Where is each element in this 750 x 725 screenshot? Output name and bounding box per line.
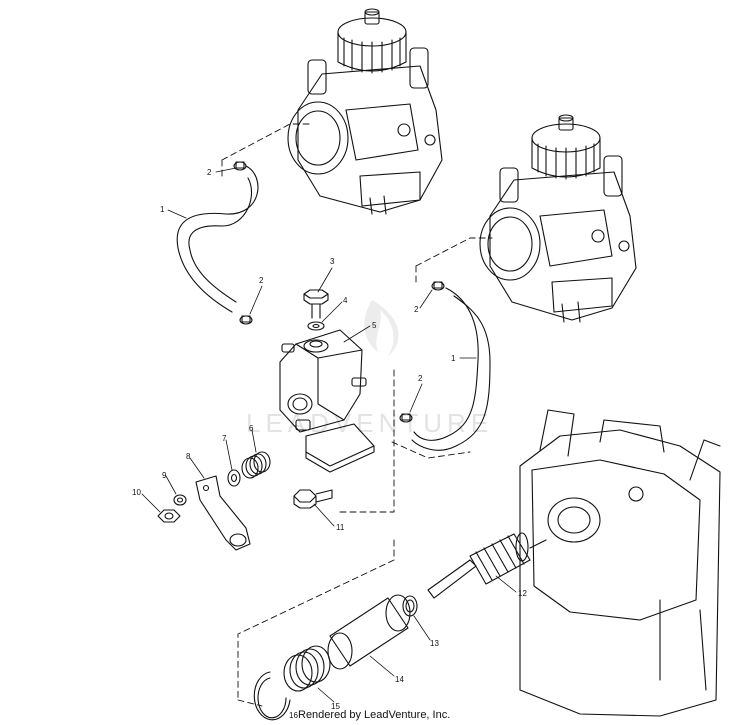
- nut-10: [157, 509, 181, 523]
- clamp-lower-right: [399, 413, 413, 423]
- carburetor-upper: [287, 8, 443, 215]
- washer-4: [307, 321, 325, 331]
- callout-14: 14: [395, 675, 404, 684]
- hose-right: [411, 287, 491, 451]
- callout-16: 16: [289, 711, 298, 720]
- callout-6: 6: [249, 424, 254, 433]
- lock-washer-9: [173, 494, 187, 506]
- lever-8: [195, 475, 251, 551]
- callout-11: 11: [336, 523, 345, 532]
- drive-gear-12: [427, 532, 547, 599]
- bolt-11: [293, 489, 333, 509]
- callout-numbers: 1 2 2 3 4 5 2 1 2 6 7 8 9 10 11 12 13 14…: [132, 168, 527, 720]
- callout-4: 4: [343, 296, 348, 305]
- carburetor-lower: [479, 114, 637, 323]
- clamp-upper-left: [233, 161, 247, 171]
- callout-1-left: 1: [160, 205, 165, 214]
- credit-text: Rendered by LeadVenture, Inc.: [298, 709, 451, 721]
- callout-leaders: [141, 167, 517, 703]
- callout-3: 3: [330, 257, 335, 266]
- leader-lines: [221, 123, 493, 707]
- bolt-3: [303, 289, 329, 319]
- callout-12: 12: [518, 589, 527, 598]
- callout-8: 8: [186, 452, 191, 461]
- callout-10: 10: [132, 488, 141, 497]
- snap-ring-16: [253, 671, 291, 721]
- callout-15: 15: [331, 702, 340, 711]
- callout-7: 7: [222, 434, 227, 443]
- crankcase: [519, 409, 721, 717]
- sleeve-14: [327, 594, 411, 670]
- callout-5: 5: [372, 321, 377, 330]
- callout-2-mid: 2: [259, 276, 264, 285]
- clamp-mid-left: [239, 315, 253, 325]
- oil-pump-body: [279, 329, 375, 473]
- spring-15: [283, 645, 331, 692]
- hose-left: [176, 165, 259, 313]
- spring-6: [241, 451, 271, 479]
- callout-2-right: 2: [414, 305, 419, 314]
- callout-1-right: 1: [451, 354, 456, 363]
- callout-9: 9: [162, 471, 167, 480]
- watermark-text: LEADVENTURE: [246, 408, 493, 438]
- washer-7: [227, 469, 241, 487]
- callout-2-low: 2: [418, 374, 423, 383]
- callout-13: 13: [430, 639, 439, 648]
- watermark: LEADVENTURE: [246, 300, 493, 438]
- clamp-upper-right: [431, 281, 445, 291]
- callout-2-top: 2: [207, 168, 212, 177]
